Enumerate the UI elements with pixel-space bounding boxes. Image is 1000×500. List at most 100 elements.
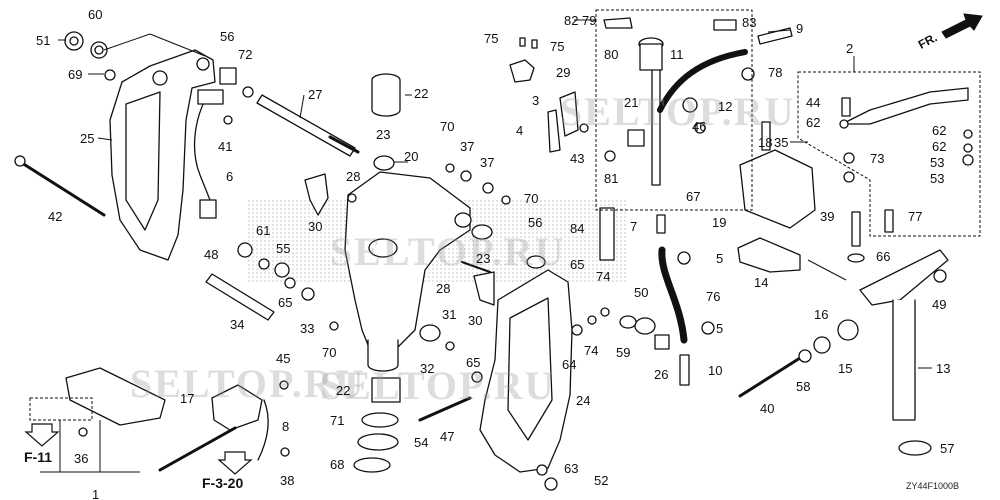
bracket-3: [559, 91, 579, 137]
bolt-31: [445, 341, 455, 351]
clamp-14: [737, 237, 801, 273]
watermark-3: SELTOP.RU: [130, 361, 366, 406]
part-label-50: 50: [634, 285, 649, 300]
part-label-34: 34: [230, 317, 245, 332]
part-label-53: 53: [930, 155, 945, 170]
clamp-5-upper: [677, 251, 691, 265]
nut-56-right: [526, 255, 546, 269]
part-label-11: 11: [670, 47, 684, 62]
part-label-84: 84: [570, 221, 585, 236]
part-label-5: 5: [716, 251, 724, 266]
part-label-67: 67: [686, 189, 701, 204]
drawing-code: ZY44F1000B: [906, 481, 960, 491]
part-label-23: 23: [376, 127, 391, 142]
part-label-55: 55: [276, 241, 291, 256]
bushing-22-lower: [371, 377, 401, 403]
part-label-62: 62: [806, 115, 821, 130]
part-label-70: 70: [440, 119, 455, 134]
part-label-17: 17: [180, 391, 195, 406]
watermark-2: SELTOP.RU: [330, 229, 566, 274]
clip-12: [682, 97, 698, 113]
washer-57: [898, 440, 932, 456]
washer-65-right: [471, 371, 483, 383]
part-label-27: 27: [308, 87, 323, 102]
part-label-70: 70: [524, 191, 539, 206]
bolt-45: [279, 380, 289, 390]
ref-arrow-f320: [217, 451, 253, 475]
bolt-37-b: [482, 182, 494, 194]
part-label-6: 6: [226, 169, 234, 184]
front-arrow: [941, 13, 983, 39]
part-label-4: 4: [516, 123, 524, 138]
part-label-60: 60: [88, 7, 103, 22]
washer-71: [361, 412, 399, 428]
part-label-75: 75: [484, 31, 499, 46]
part-label-25: 25: [80, 131, 95, 146]
part-label-28: 28: [436, 281, 451, 296]
part-label-47: 47: [440, 429, 455, 444]
part-label-37: 37: [480, 155, 495, 170]
part-label-45: 45: [276, 351, 291, 366]
part-label-32: 32: [420, 361, 435, 376]
washer-58: [798, 349, 812, 363]
part-label-81: 81: [604, 171, 619, 186]
part-label-40: 40: [760, 401, 775, 416]
bushing-15: [837, 319, 859, 341]
part-label-23: 23: [476, 251, 491, 266]
part-label-73: 73: [870, 151, 885, 166]
part-label-46: 46: [692, 119, 707, 134]
nut-78: [741, 67, 755, 81]
washer-62-a: [839, 119, 849, 129]
hose-76: [658, 246, 688, 344]
part-label-15: 15: [838, 361, 853, 376]
part-label-62: 62: [932, 123, 947, 138]
part-label-77: 77: [908, 209, 923, 224]
part-label-49: 49: [932, 297, 947, 312]
ref-arrow-f11: [24, 423, 60, 447]
part-label-38: 38: [280, 473, 295, 488]
nut-33: [301, 287, 315, 301]
part-label-19: 19: [712, 215, 727, 230]
washer-66: [847, 253, 865, 263]
nut-53: [843, 171, 855, 183]
washer-64: [571, 324, 583, 336]
part-label-74: 74: [584, 343, 599, 358]
pin-75-b: [531, 39, 538, 49]
bolt-36: [78, 427, 88, 437]
nut-53-right: [962, 154, 974, 166]
fitting-10: [679, 354, 690, 386]
washer-72: [242, 86, 254, 98]
swivel-bracket-left: [109, 49, 216, 261]
part-label-36: 36: [74, 451, 89, 466]
part-label-31: 31: [442, 307, 457, 322]
bolt-28-lower: [461, 261, 491, 273]
clip-79: [603, 17, 633, 29]
bolt-83: [713, 19, 737, 31]
bracket-4: [547, 109, 561, 153]
part-label-28: 28: [346, 169, 361, 184]
part-label-10: 10: [708, 363, 723, 378]
part-label-33: 33: [300, 321, 315, 336]
part-label-72: 72: [238, 47, 253, 62]
part-label-2: 2: [846, 41, 854, 56]
part-label-51: 51: [36, 33, 51, 48]
shaft-27: [256, 94, 356, 157]
part-label-68: 68: [330, 457, 345, 472]
part-label-30: 30: [308, 219, 323, 234]
bolt-39: [851, 211, 861, 247]
part-label-65: 65: [570, 257, 585, 272]
steering-shaft-13: [892, 299, 916, 421]
bushing-22-upper: [371, 79, 401, 117]
bushing-32: [419, 324, 441, 342]
bolt-40: [738, 356, 802, 398]
collar-23: [373, 155, 395, 171]
bolt-43: [579, 123, 589, 133]
part-label-22: 22: [414, 86, 429, 101]
washer-55: [274, 262, 290, 278]
part-label-20: 20: [404, 149, 419, 164]
part-label-75: 75: [550, 39, 565, 54]
bushing-50: [634, 317, 656, 335]
nut-73: [843, 152, 855, 164]
part-label-12: 12: [718, 99, 733, 114]
